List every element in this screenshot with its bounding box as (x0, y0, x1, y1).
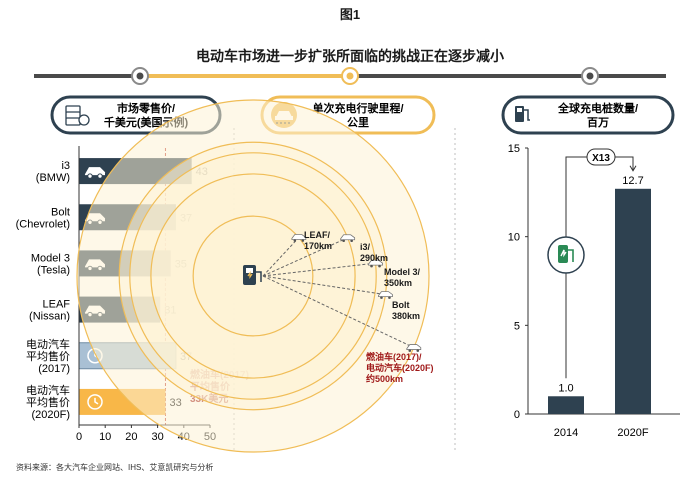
category-label: (BMW) (36, 172, 70, 184)
x-tick-label: 0 (76, 431, 82, 443)
x-tick-label: 20 (125, 431, 137, 443)
ev-charger-icon (547, 236, 585, 274)
range-label: LEAF/ (304, 230, 330, 240)
panel3-header: 全球充电桩数量/ 百万 (501, 95, 675, 135)
range-label: 约500km (366, 373, 403, 384)
car-icon (378, 291, 393, 299)
y-tick-label: 0 (514, 409, 520, 421)
panel3-header-line2: 百万 (587, 116, 609, 129)
clock-arrow-icon (87, 394, 103, 410)
car-icon (340, 234, 356, 243)
source-note: 资料来源：各大汽车企业网站、IHS、艾意凯研究与分析 (16, 463, 214, 472)
x-tick-label: 30 (151, 431, 163, 443)
x-tick-label: 2020F (617, 427, 648, 439)
range-label: 燃油车(2017)/ (366, 351, 422, 362)
category-label: 电动汽车 (26, 383, 70, 397)
panel3-header-line1: 全球充电桩数量/ (557, 101, 638, 115)
range-arrow (262, 237, 348, 277)
category-label: Bolt (51, 206, 70, 218)
charger-value-label: 1.0 (558, 382, 573, 394)
category-label: (2017) (38, 363, 70, 375)
charger-bar (548, 396, 584, 414)
charger-bar (615, 188, 651, 414)
car-icon (406, 344, 422, 352)
fuel-pump-icon (515, 106, 530, 122)
range-label: 380km (392, 311, 420, 321)
category-label: i3 (61, 160, 70, 172)
panel2-header-line1: 单次充电行驶里程/ (312, 101, 403, 115)
range-arrow (262, 237, 300, 277)
range-label: i3/ (360, 242, 371, 252)
car-icon (85, 167, 105, 179)
multiplier-badge: X13 (586, 148, 616, 166)
range-label: Bolt (392, 300, 410, 310)
category-label: LEAF (42, 299, 70, 311)
charger-value-label: 12.7 (622, 175, 643, 187)
y-tick-label: 5 (514, 320, 520, 332)
x-tick-label: 10 (99, 431, 111, 443)
category-label: (2020F) (31, 409, 70, 421)
multiplier-label: X13 (592, 153, 610, 164)
charging-station-icon (243, 265, 262, 285)
range-label: Model 3/ (384, 267, 421, 277)
y-tick-label: 10 (508, 232, 520, 244)
category-label: (Chevrolet) (16, 218, 70, 230)
timeline (34, 67, 666, 85)
charger-bar-chart: 0 5 10 15 1.0 2014 12.7 2020F X13 (508, 143, 680, 439)
multiplier-arrowhead (629, 165, 637, 172)
range-arrow (262, 275, 386, 296)
main-title: 电动车市场进一步扩张所面临的挑战正在逐步减小 (196, 48, 504, 64)
money-stack-icon (65, 105, 90, 126)
panel2-header-line2: 公里 (347, 116, 369, 129)
range-arrow (262, 275, 414, 349)
category-label: (Nissan) (29, 311, 70, 323)
x-tick-label: 2014 (554, 427, 578, 439)
range-label: 350km (384, 278, 412, 288)
category-label: 平均售价 (26, 349, 70, 363)
category-label: (Tesla) (37, 264, 70, 276)
range-label: 电动汽车(2020F) (366, 362, 434, 373)
panel1-header-line1: 市场零售价/ (117, 101, 175, 115)
figure-label: 图1 (339, 7, 361, 22)
car-icon (368, 259, 383, 268)
category-label: 电动汽车 (26, 337, 70, 351)
range-label: 290km (360, 253, 388, 263)
y-tick-label: 15 (508, 143, 520, 155)
category-label: Model 3 (31, 252, 70, 264)
range-label: 170km (304, 241, 332, 251)
car-icon (291, 234, 307, 242)
range-arrow (262, 262, 376, 277)
category-label: 平均售价 (26, 395, 70, 409)
